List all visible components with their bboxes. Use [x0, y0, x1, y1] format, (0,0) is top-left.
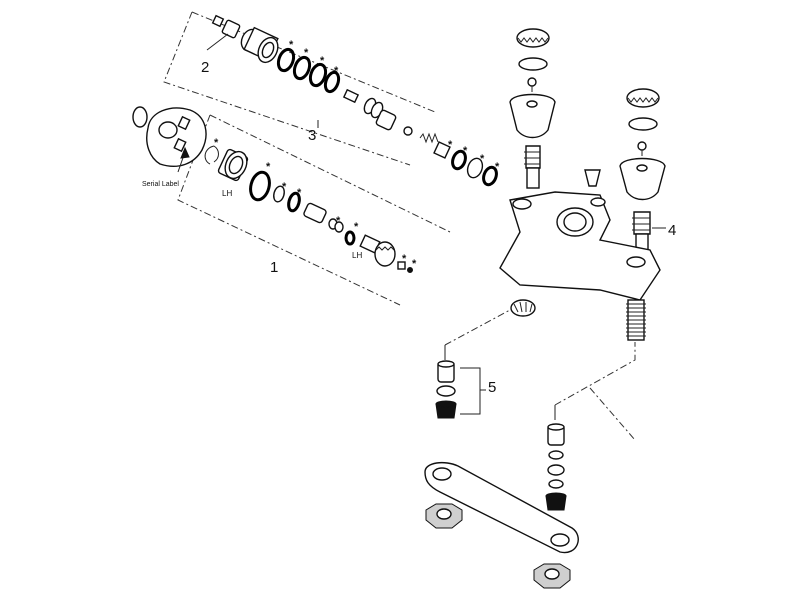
asterisk-marker: *	[334, 65, 339, 77]
o-ring-set-top	[276, 47, 341, 94]
faucet-body	[499, 169, 661, 301]
asterisk-marker: *	[336, 215, 341, 227]
asterisk-marker: *	[282, 181, 287, 193]
asterisk-marker: *	[412, 258, 417, 270]
asterisk-marker: *	[463, 145, 468, 157]
base-plate	[424, 461, 579, 554]
lh-label-right: LH	[352, 251, 362, 260]
asterisk-marker: *	[297, 187, 302, 199]
leader-lines	[444, 309, 636, 441]
valve-key-part	[206, 14, 241, 51]
asterisk-marker: *	[289, 39, 294, 51]
washer-set-top	[433, 141, 498, 187]
diverter-knob	[146, 107, 207, 168]
o-ring-set-middle	[249, 170, 301, 213]
hex-nut-left	[425, 503, 463, 529]
asterisk-marker: *	[266, 161, 271, 173]
left-handle-stack	[509, 28, 556, 189]
asterisk-marker: *	[448, 139, 453, 151]
spindle-parts-top	[342, 88, 413, 136]
spring-part-top	[419, 132, 439, 144]
asterisk-marker: *	[354, 221, 359, 233]
asterisk-marker: *	[214, 137, 219, 149]
callout-5: 5	[488, 379, 496, 396]
check-valve-set-5	[435, 360, 486, 419]
aerator	[510, 299, 536, 317]
headpart-lh	[359, 234, 396, 267]
serial-label-text: Serial Label	[142, 181, 179, 188]
callout-2: 2	[201, 59, 209, 76]
small-screw-parts	[397, 261, 413, 273]
callout-3: 3	[308, 127, 316, 144]
callout-4: 4	[668, 222, 676, 239]
check-valve-set-right	[545, 423, 567, 511]
hex-nut-right	[533, 563, 571, 589]
asterisk-marker: *	[320, 55, 325, 67]
asterisk-marker: *	[480, 153, 485, 165]
circlip	[204, 145, 219, 165]
callout-1: 1	[270, 259, 278, 276]
asterisk-marker: *	[304, 47, 309, 59]
cartridge-headpart	[240, 26, 279, 64]
serial-label-arrow	[177, 146, 190, 173]
lh-label-left: LH	[222, 189, 232, 198]
diverter-body	[217, 148, 249, 182]
threaded-tail	[626, 299, 646, 341]
small-o-ring-middle	[344, 230, 356, 246]
small-o-ring-left	[132, 106, 148, 128]
asterisk-marker: *	[402, 253, 407, 265]
bracket-group-3	[163, 11, 436, 166]
spindle-middle	[303, 202, 344, 233]
asterisk-marker: *	[495, 161, 500, 173]
right-handle-stack	[619, 88, 666, 251]
